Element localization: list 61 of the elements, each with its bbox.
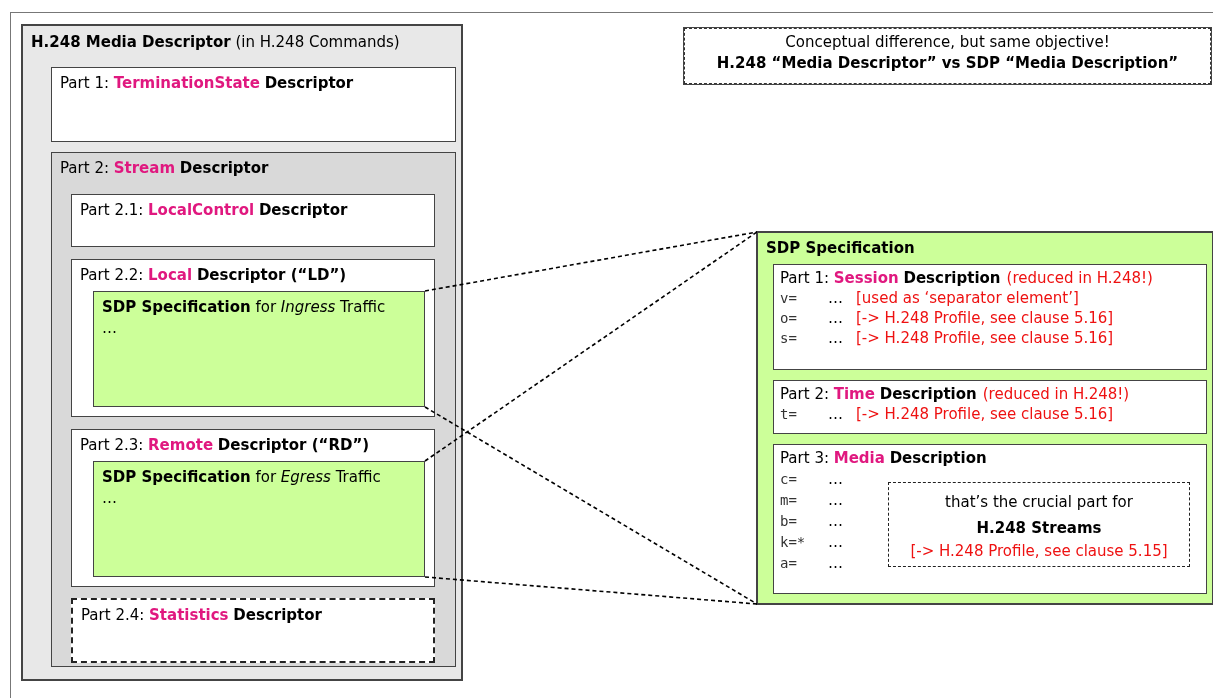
ellipsis: … (828, 308, 844, 328)
code-field: b= (780, 511, 828, 532)
descriptor-box (51, 67, 456, 142)
descriptor-panel (22, 25, 462, 680)
code-field: s= (780, 328, 828, 348)
ellipsis: … (102, 318, 117, 339)
annotation: [-> H.248 Profile, see clause 5.16] (856, 328, 1114, 348)
specification-box (93, 291, 425, 407)
panel-heading: Part 2: Stream Descriptor (60, 158, 269, 179)
box-heading: Part 2.2: Local Descriptor (“LD”) (80, 265, 347, 286)
code-field: k=* (780, 532, 828, 553)
description-box (773, 264, 1207, 370)
box-heading: Part 1: Session Description (780, 268, 1001, 288)
box-heading: Part 1: TerminationState Descriptor (60, 73, 354, 94)
note-box (684, 28, 1211, 84)
annotation: (reduced in H.248!) (982, 384, 1130, 404)
specification-box (93, 461, 425, 577)
note-box (888, 482, 1190, 567)
annotation: [-> H.248 Profile, see clause 5.16] (856, 404, 1114, 424)
note-text: H.248 “Media Descriptor” vs SDP “Media Description” (716, 53, 1179, 74)
zoom-line (424, 231, 758, 292)
zoom-line (424, 231, 758, 462)
code-field: v= (780, 288, 828, 308)
ellipsis: … (828, 469, 844, 490)
code-field: t= (780, 404, 828, 424)
code-field: m= (780, 490, 828, 511)
box-heading: Part 2.4: Statistics Descriptor (81, 605, 322, 626)
descriptor-panel (51, 152, 456, 667)
panel-heading: SDP Specification (766, 238, 915, 259)
ellipsis: … (102, 488, 117, 509)
annotation: [-> H.248 Profile, see clause 5.15] (910, 541, 1168, 562)
descriptor-box (71, 429, 435, 587)
ellipsis: … (828, 553, 844, 574)
descriptor-box (71, 194, 435, 247)
box-heading: Part 2.1: LocalControl Descriptor (80, 200, 348, 221)
ellipsis: … (828, 490, 844, 511)
specification-panel (757, 232, 1213, 604)
box-heading: SDP Specification for Ingress Traffic (102, 297, 386, 318)
code-field: c= (780, 469, 828, 490)
ellipsis: … (828, 511, 844, 532)
code-field: o= (780, 308, 828, 328)
annotation: [used as ‘separator element’] (856, 288, 1079, 308)
descriptor-box (71, 259, 435, 417)
ellipsis: … (828, 404, 844, 424)
box-heading: Part 2: Time Description (780, 384, 977, 404)
description-box (773, 444, 1207, 594)
box-heading: Part 3: Media Description (780, 448, 987, 469)
descriptor-box (71, 598, 435, 663)
ellipsis: … (828, 328, 844, 348)
annotation: [-> H.248 Profile, see clause 5.16] (856, 308, 1114, 328)
box-heading: Part 2.3: Remote Descriptor (“RD”) (80, 435, 370, 456)
panel-heading: H.248 Media Descriptor (in H.248 Commands) (31, 32, 400, 53)
description-box (773, 380, 1207, 434)
ellipsis: … (828, 532, 844, 553)
note-text: Conceptual difference, but same objective! (785, 32, 1110, 53)
zoom-line (424, 576, 758, 605)
box-heading: SDP Specification for Egress Traffic (102, 467, 381, 488)
note-text: that’s the crucial part for H.248 Streams (944, 492, 1134, 539)
code-field: a= (780, 553, 828, 574)
annotation: (reduced in H.248!) (1006, 268, 1153, 288)
ellipsis: … (828, 288, 844, 308)
